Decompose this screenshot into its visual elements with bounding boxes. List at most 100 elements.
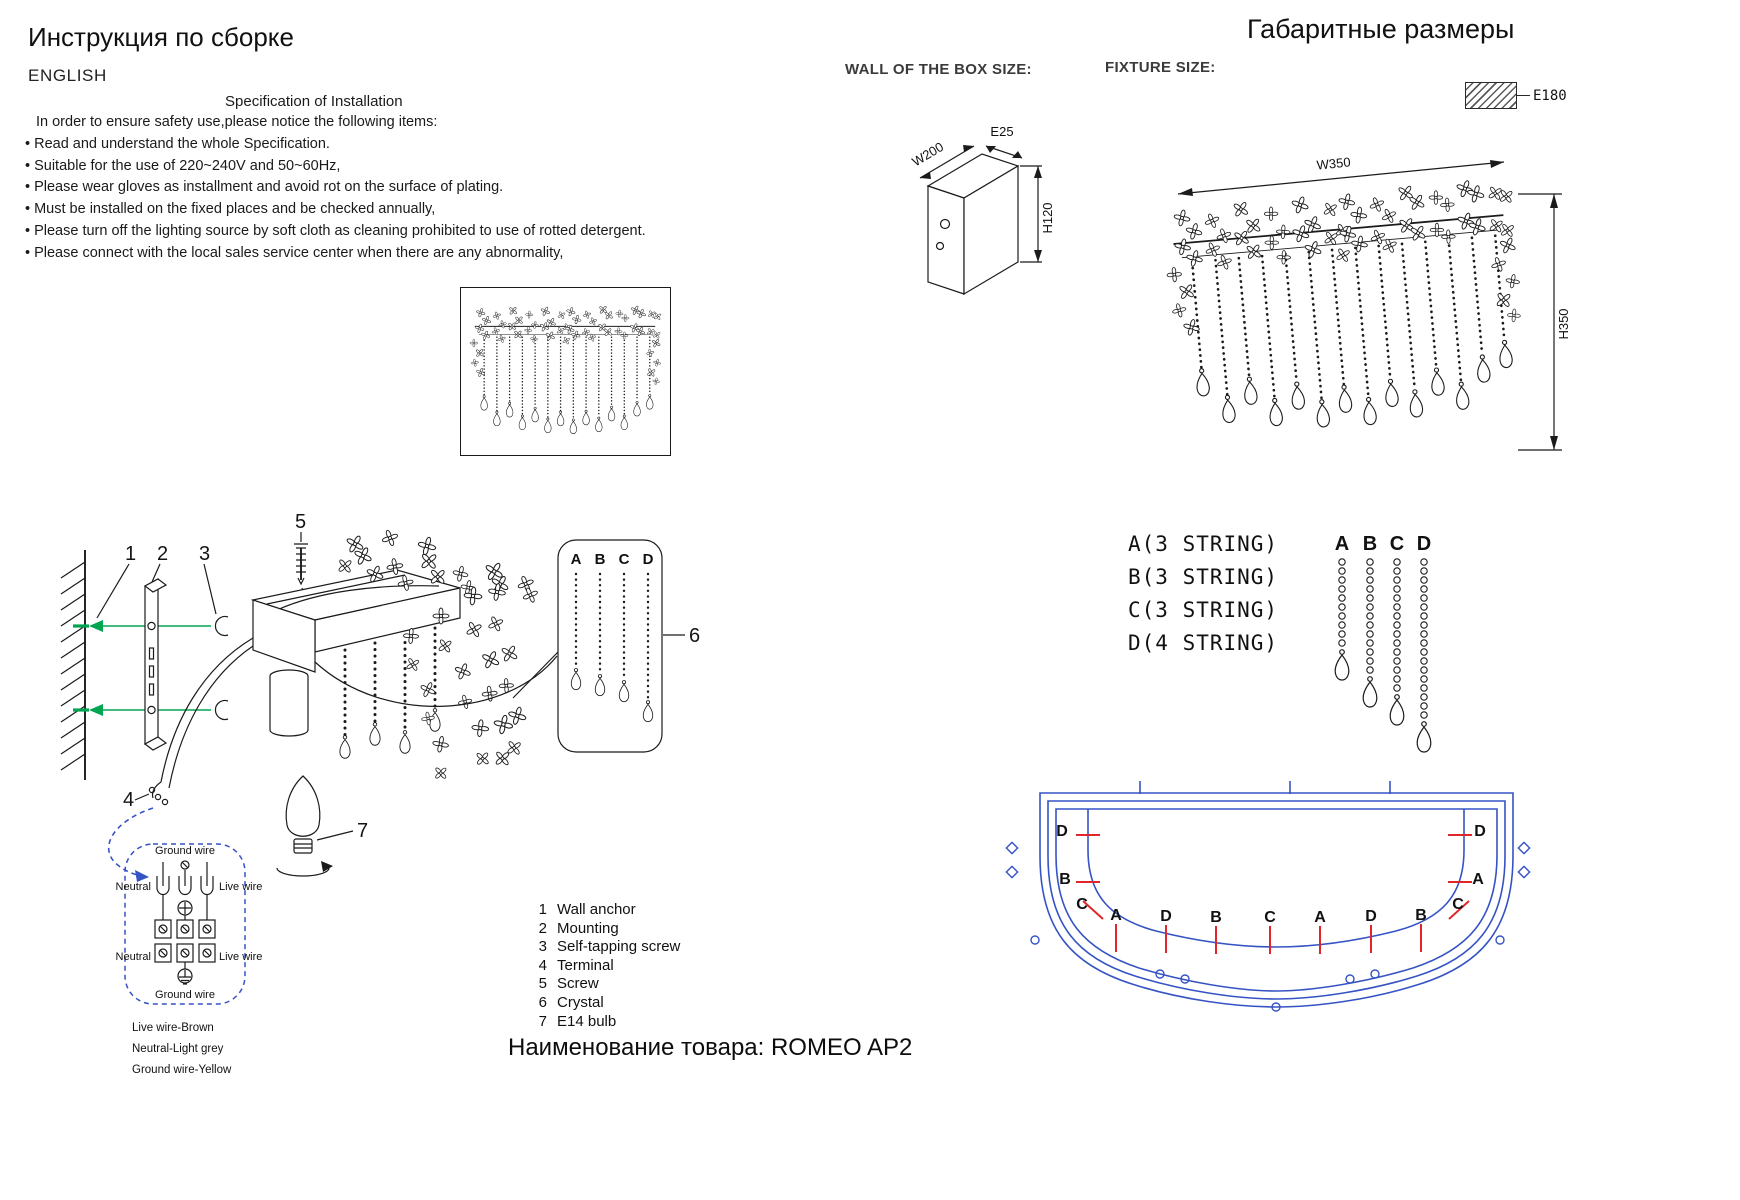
callout-1: 1	[125, 543, 136, 565]
callout-4: 4	[123, 789, 134, 811]
stadium-letter: A	[1472, 871, 1484, 888]
stadium-ticks	[1076, 834, 1472, 954]
wiring-outline	[124, 843, 246, 1005]
part-number: 4	[538, 956, 547, 974]
fixture-depth-label: E180	[1533, 88, 1567, 104]
string-c	[1389, 558, 1405, 726]
column-label-a: A	[1335, 533, 1349, 555]
string-d	[1416, 558, 1432, 753]
product-name: Наименование товара: ROMEO AP2	[508, 1034, 913, 1061]
spec-item: • Read and understand the whole Specific…	[25, 136, 330, 152]
panel-leader-line	[512, 651, 559, 699]
part-name: Screw	[557, 975, 599, 993]
fixture-width-label: W350	[1316, 154, 1351, 172]
flower-cascade	[333, 527, 543, 785]
panel-string-label-a: A	[571, 551, 582, 568]
e180-leader-line	[1517, 95, 1530, 96]
string-count-a: A(3 STRING)	[1128, 532, 1279, 556]
spec-items: • Read and understand the whole Specific…	[25, 134, 646, 264]
lamp-crystal-chains	[339, 626, 441, 759]
stadium-letters: D B C A D B C A D B C A D	[1056, 823, 1486, 926]
callout-6: 6	[689, 625, 700, 647]
part-name: Mounting	[557, 919, 619, 937]
callout-2: 2	[157, 543, 168, 565]
part-name: Crystal	[557, 993, 604, 1011]
assembly-diagram: 1 2 3 5 4 7 6	[60, 511, 700, 882]
callout-3: 3	[199, 543, 210, 565]
string-columns-diagram: A B C D	[1334, 533, 1432, 753]
string-count-b: B(3 STRING)	[1128, 565, 1279, 589]
panel-string-label-b: B	[595, 551, 606, 568]
string-count-c: C(3 STRING)	[1128, 598, 1279, 622]
part-number: 1	[538, 901, 547, 918]
wall-anchors	[73, 615, 229, 721]
lamp-body	[250, 569, 461, 737]
e180-hatch-swatch	[1465, 82, 1517, 109]
rotate-arrow	[276, 867, 330, 877]
box-3d	[926, 153, 1020, 296]
part-name: Self-tapping screw	[557, 938, 681, 956]
screw-washer	[214, 699, 229, 721]
part-number: 2	[538, 919, 547, 937]
spec-item: • Suitable for the use of 220~240V and 5…	[25, 157, 341, 174]
callout-5: 5	[295, 511, 306, 533]
mounting-bracket	[143, 577, 168, 751]
live-wire-bottom-label: Live wire	[219, 951, 262, 963]
part-number: 7	[538, 1012, 547, 1030]
spec-heading: Specification of Installation	[225, 93, 403, 110]
terminal-block	[154, 895, 216, 963]
string-layout-diagram: D B C A D B C A D B C A D	[1005, 781, 1531, 1012]
fixture-thumbnail-frame	[460, 287, 671, 456]
stadium-letter: C	[1076, 896, 1088, 913]
stadium-letter: C	[1452, 896, 1464, 913]
stadium-letter: A	[1110, 907, 1122, 924]
box-depth-label: E25	[990, 124, 1013, 139]
fixture-size-label: FIXTURE SIZE:	[1105, 59, 1216, 76]
spec-item: • Must be installed on the fixed places …	[25, 201, 436, 218]
wiring-diagram: Ground wire Neutral Live wire	[116, 843, 262, 1005]
stadium-letter: D	[1474, 823, 1486, 840]
crimp-terminals	[156, 860, 214, 896]
wire-color-legend: Live wire-Brown Neutral-Light grey Groun…	[132, 1018, 231, 1081]
wall-box-drawing: E25 W200 H120	[909, 124, 1055, 296]
stadium-bolts	[1005, 841, 1531, 1012]
fixture-art	[1161, 172, 1536, 441]
ground-screw-symbol	[177, 900, 193, 916]
string-counts: A(3 STRING) B(3 STRING) C(3 STRING) D(4 …	[1128, 528, 1278, 660]
column-label-b: B	[1363, 533, 1377, 555]
stadium-letter: D	[1365, 908, 1377, 925]
ground-wire-bottom-label: Ground wire	[155, 989, 215, 1001]
stadium-letter: B	[1210, 909, 1222, 926]
string-count-d: D(4 STRING)	[1128, 631, 1279, 655]
part-name: Terminal	[557, 956, 614, 974]
box-width-label: W200	[909, 139, 946, 169]
stadium-letter: C	[1264, 909, 1276, 926]
column-label-c: C	[1390, 533, 1404, 555]
stadium-letter: B	[1059, 871, 1071, 888]
page-title-dimensions: Габаритные размеры	[1247, 14, 1515, 44]
stadium-letter: B	[1415, 907, 1427, 924]
spec-item: • Please turn off the lighting source by…	[25, 222, 646, 239]
page-title-assembly: Инструкция по сборке	[28, 22, 294, 52]
part-number: 5	[538, 975, 547, 993]
language-label: ENGLISH	[28, 66, 107, 85]
legend-live: Live wire-Brown	[132, 1022, 214, 1034]
part-row: 2 Mounting	[533, 920, 680, 939]
ground-wire-top-label: Ground wire	[155, 845, 215, 857]
box-height-label: H120	[1040, 202, 1055, 233]
wiring-arrow	[108, 807, 154, 882]
legend-neutral: Neutral-Light grey	[132, 1043, 224, 1055]
stadium-outlines	[1039, 781, 1514, 1008]
neutral-bottom-label: Neutral	[116, 951, 151, 963]
string-a	[1334, 558, 1350, 681]
part-name: E14 bulb	[557, 1012, 617, 1030]
earth-symbol	[177, 962, 193, 985]
spec-intro: In order to ensure safety use,please not…	[36, 114, 438, 130]
stadium-letter: D	[1056, 823, 1068, 840]
crystal-detail-panel: A B C D	[557, 539, 663, 753]
column-label-d: D	[1417, 533, 1431, 555]
panel-string-label-c: C	[619, 551, 630, 568]
